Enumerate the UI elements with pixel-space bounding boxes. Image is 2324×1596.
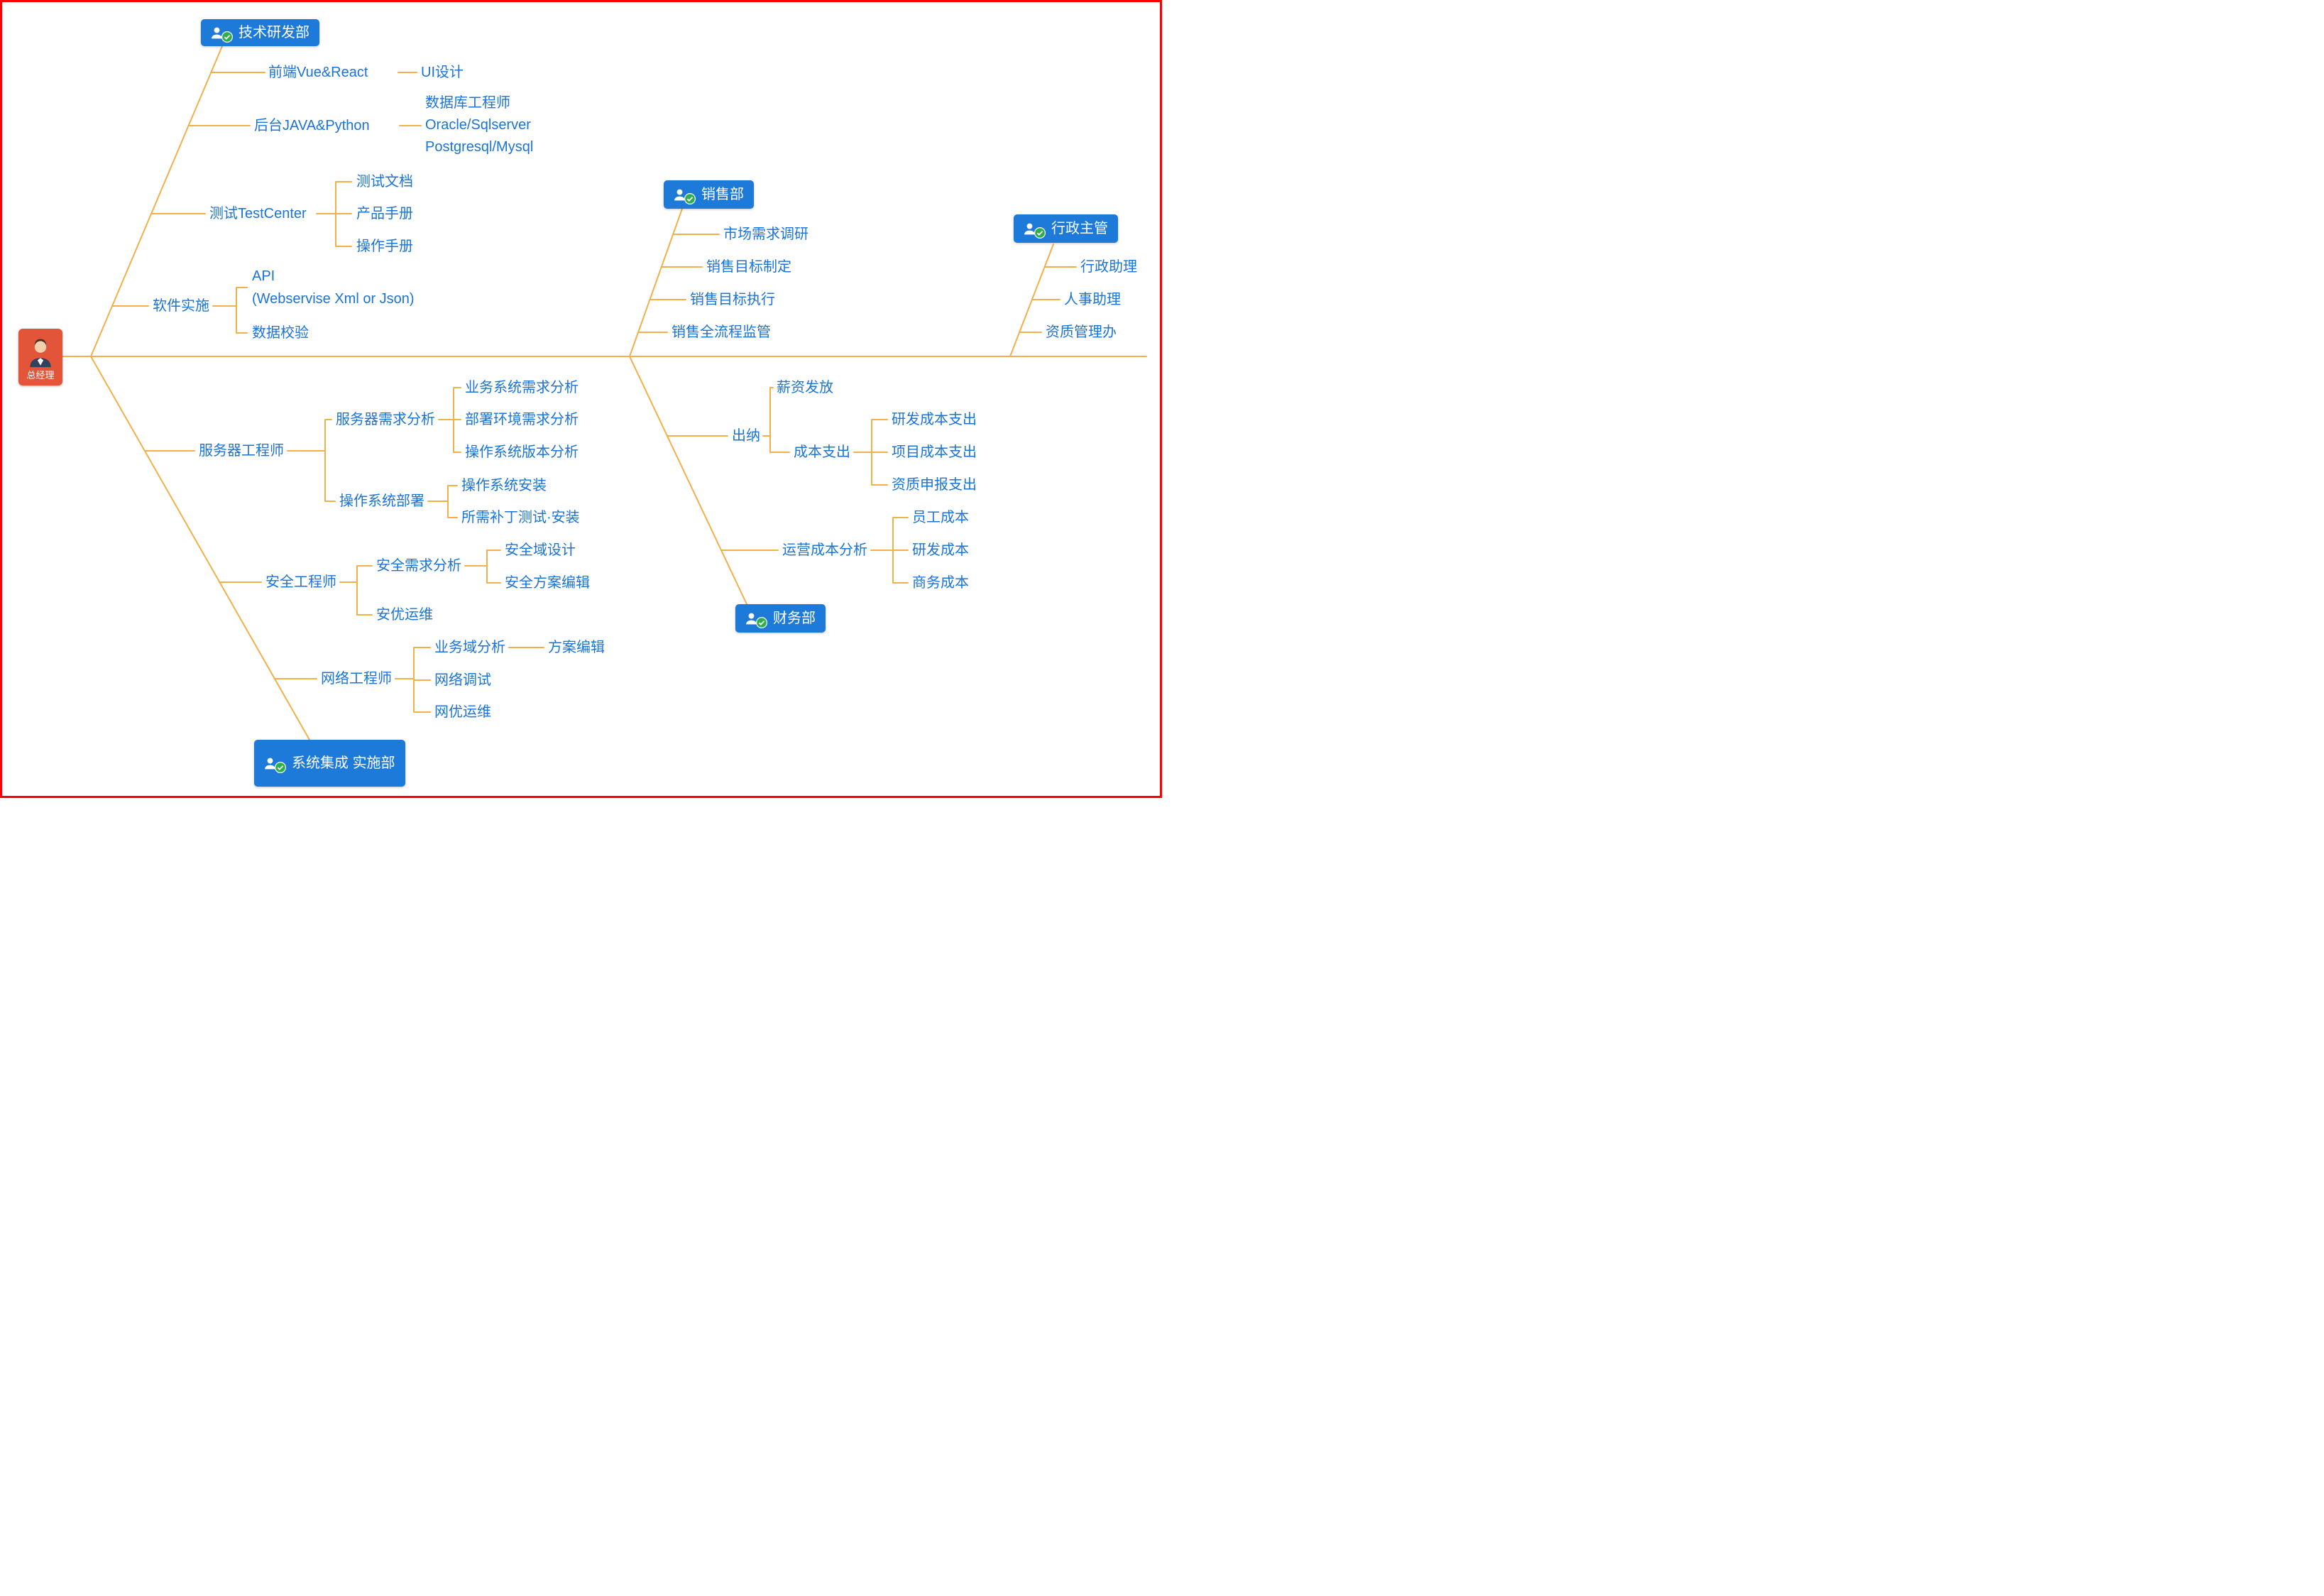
member-icon <box>674 189 685 200</box>
dept-badge-tech[interactable]: 技术研发部 <box>201 19 319 46</box>
root-node-general-manager[interactable]: 总经理 <box>18 329 62 386</box>
node-biz-domain[interactable]: 业务域分析 <box>434 640 505 655</box>
node-database-line2: Oracle/Sqlserver <box>425 117 531 133</box>
node-os-install[interactable]: 操作系统安装 <box>461 478 547 493</box>
node-cashier[interactable]: 出纳 <box>732 428 760 444</box>
check-icon <box>221 31 233 43</box>
node-staff-cost[interactable]: 员工成本 <box>912 510 969 525</box>
check-icon <box>684 193 696 204</box>
node-business-cost[interactable]: 商务成本 <box>912 575 969 591</box>
node-biz-req[interactable]: 业务系统需求分析 <box>465 380 579 395</box>
dept-badge-label: 财务部 <box>773 611 816 626</box>
node-op-cost[interactable]: 运营成本分析 <box>782 542 867 558</box>
node-salary[interactable]: 薪资发放 <box>777 380 833 395</box>
root-node-label: 总经理 <box>26 370 55 381</box>
node-sales-process-monitor[interactable]: 销售全流程监管 <box>672 324 771 340</box>
dept-badge-admin[interactable]: 行政主管 <box>1014 214 1118 243</box>
member-icon <box>1024 223 1035 234</box>
node-security-engineer[interactable]: 安全工程师 <box>265 574 336 590</box>
node-network-debug[interactable]: 网络调试 <box>434 672 491 688</box>
check-icon <box>275 762 286 773</box>
node-network-ops[interactable]: 网优运维 <box>434 704 491 720</box>
dept-badge-label: 技术研发部 <box>239 25 309 40</box>
dept-badge-label: 系统集成 实施部 <box>292 755 395 772</box>
node-security-req[interactable]: 安全需求分析 <box>376 558 461 574</box>
node-database-line3: Postgresql/Mysql <box>425 139 534 155</box>
dept-badge-finance[interactable]: 财务部 <box>735 604 826 633</box>
node-rd-cost[interactable]: 研发成本支出 <box>892 412 977 427</box>
node-network-engineer[interactable]: 网络工程师 <box>321 671 392 687</box>
node-test-doc[interactable]: 测试文档 <box>356 174 413 190</box>
connector-lines <box>62 45 1147 740</box>
node-api-line1: API <box>252 268 275 284</box>
node-frontend[interactable]: 前端Vue&React <box>268 65 368 80</box>
dept-badge-label: 销售部 <box>701 187 744 202</box>
node-server-engineer[interactable]: 服务器工程师 <box>199 443 284 459</box>
node-api[interactable]: API (Webservise Xml or Json) <box>252 265 415 310</box>
dept-badge-label-line1: 系统集成 <box>292 755 349 771</box>
member-icon <box>212 27 222 38</box>
node-cost[interactable]: 成本支出 <box>794 444 850 460</box>
node-plan-edit[interactable]: 方案编辑 <box>548 640 605 655</box>
node-database-engineer[interactable]: 数据库工程师 Oracle/Sqlserver Postgresql/Mysql <box>425 92 533 158</box>
node-sales-target-exec[interactable]: 销售目标执行 <box>690 292 775 307</box>
node-backend[interactable]: 后台JAVA&Python <box>254 118 370 133</box>
dept-badge-sales[interactable]: 销售部 <box>664 180 754 209</box>
node-admin-assistant[interactable]: 行政助理 <box>1080 259 1137 275</box>
node-ops-manual[interactable]: 操作手册 <box>356 239 413 254</box>
node-ui-design[interactable]: UI设计 <box>421 65 464 80</box>
node-deploy-env-req[interactable]: 部署环境需求分析 <box>465 412 579 427</box>
dept-badge-sysint[interactable]: 系统集成 实施部 <box>254 740 405 787</box>
node-hr-assistant[interactable]: 人事助理 <box>1064 292 1121 307</box>
node-software-impl[interactable]: 软件实施 <box>153 298 209 314</box>
node-database-line1: 数据库工程师 <box>425 95 510 111</box>
node-patch-test[interactable]: 所需补丁测试·安装 <box>461 510 580 525</box>
member-icon <box>746 613 757 624</box>
node-security-domain[interactable]: 安全域设计 <box>505 542 576 558</box>
check-icon <box>1034 227 1046 239</box>
node-project-cost[interactable]: 项目成本支出 <box>892 444 977 460</box>
dept-badge-label: 行政主管 <box>1051 221 1108 236</box>
node-qualification-office[interactable]: 资质管理办 <box>1046 324 1117 340</box>
node-rd-cost2[interactable]: 研发成本 <box>912 542 969 558</box>
node-security-ops[interactable]: 安优运维 <box>376 607 433 623</box>
member-icon <box>265 758 275 769</box>
node-os-version[interactable]: 操作系统版本分析 <box>465 444 579 460</box>
node-testing[interactable]: 测试TestCenter <box>209 206 307 222</box>
check-icon <box>756 617 767 628</box>
node-data-verify[interactable]: 数据校验 <box>252 325 309 341</box>
node-server-req[interactable]: 服务器需求分析 <box>336 412 435 427</box>
node-sales-target-set[interactable]: 销售目标制定 <box>706 259 791 275</box>
mindmap-canvas: 总经理 技术研发部 销售部 行政主管 财务部 系统集成 实施部 前端Vue&Re… <box>0 0 1162 798</box>
node-security-plan[interactable]: 安全方案编辑 <box>505 575 590 591</box>
dept-badge-label-line2: 实施部 <box>352 755 395 771</box>
node-product-manual[interactable]: 产品手册 <box>356 206 413 222</box>
manager-avatar-icon <box>30 339 51 368</box>
node-market-research[interactable]: 市场需求调研 <box>723 226 809 242</box>
node-api-line2: (Webservise Xml or Json) <box>252 291 415 307</box>
node-qualification-cost[interactable]: 资质申报支出 <box>892 477 977 493</box>
node-os-deploy[interactable]: 操作系统部署 <box>339 493 424 509</box>
